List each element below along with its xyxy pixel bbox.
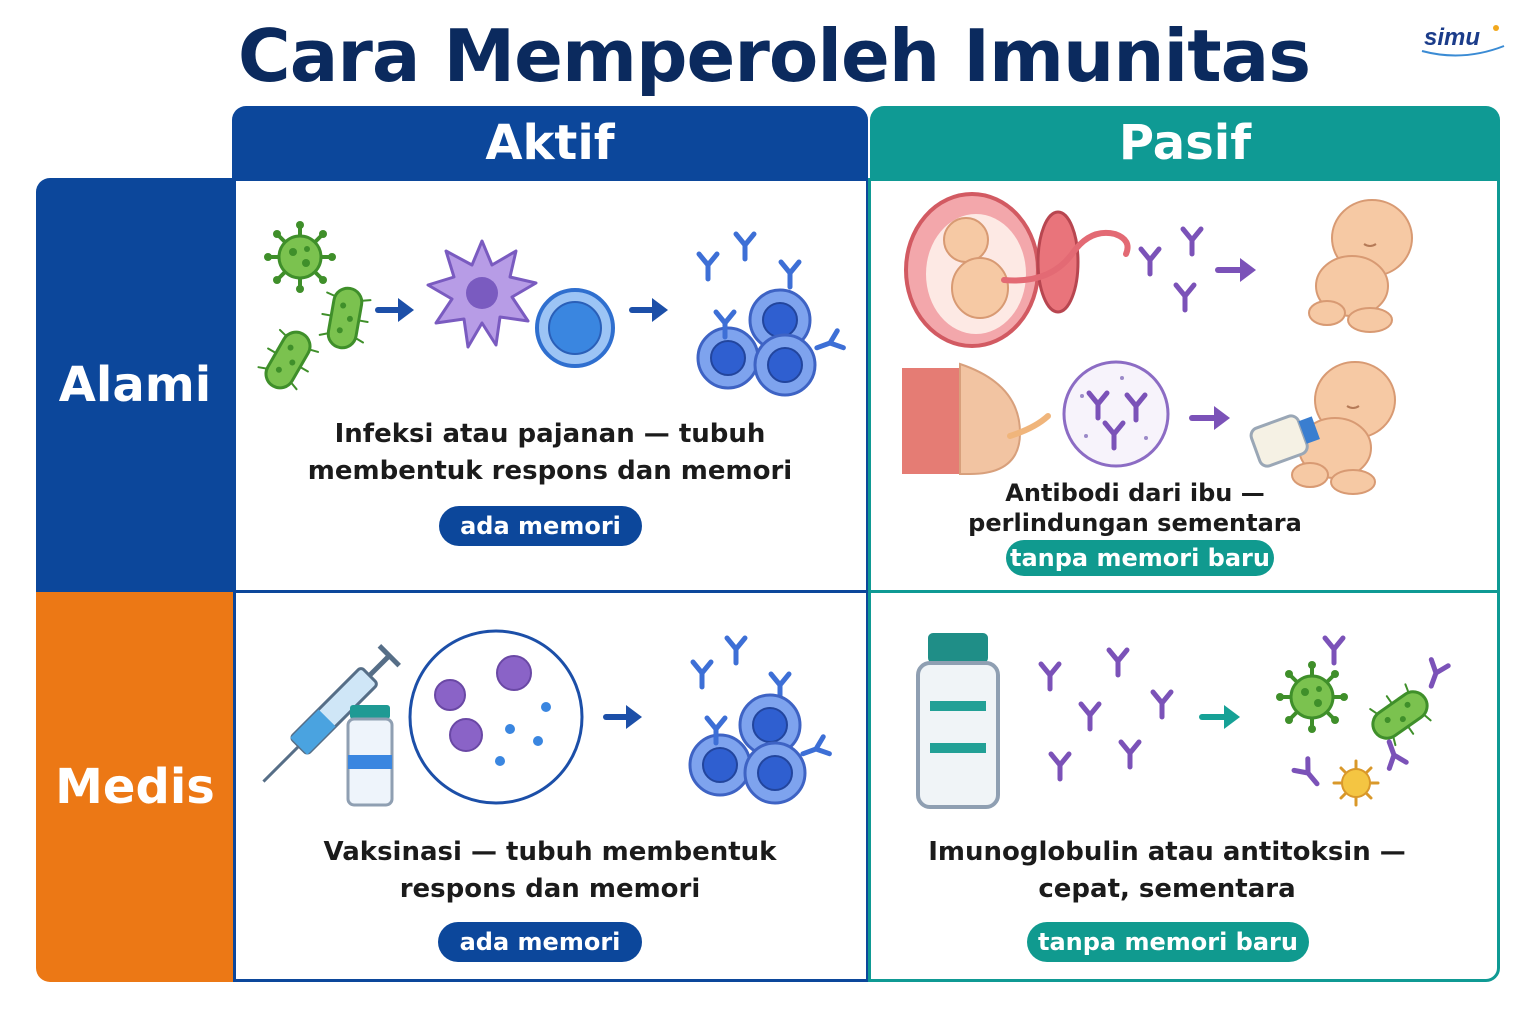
- antibody-icon: [814, 331, 844, 356]
- antibody-icon: [699, 254, 717, 279]
- arrow-icon: [378, 298, 414, 322]
- uterus-fetus-icon: [904, 192, 1131, 348]
- antibody-icon: [1041, 664, 1059, 689]
- antibody-icon: [727, 638, 745, 663]
- bacterium-icon: [1360, 677, 1440, 753]
- vaccine-vial-icon: [346, 705, 394, 807]
- immunoglobulin-illustration: [916, 633, 1480, 809]
- badge-tanpa-memori-baru: tanpa memori baru: [1027, 922, 1309, 962]
- badge-ada-memori: ada memori: [439, 506, 642, 546]
- breast-icon: [902, 362, 1051, 475]
- antibody-icon: [1176, 285, 1194, 310]
- antibody-icon: [1153, 692, 1171, 717]
- b-cell-icon: [743, 741, 807, 805]
- caption-medis-aktif: Vaksinasi — tubuh membentuk respons dan …: [250, 834, 850, 908]
- antibody-icon: [1423, 660, 1448, 690]
- bacterium-icon: [315, 282, 375, 354]
- antibody-icon: [1109, 650, 1127, 675]
- arrow-icon: [606, 705, 642, 729]
- antibody-icon: [800, 737, 830, 762]
- antibody-icon: [1325, 638, 1343, 663]
- badge-ada-memori: ada memori: [438, 922, 642, 962]
- toxin-icon: [1332, 759, 1380, 807]
- antibody-icon: [1183, 229, 1201, 254]
- arrow-icon: [1192, 406, 1230, 430]
- b-cell-icon: [688, 733, 752, 797]
- vaccination-illustration: [262, 629, 850, 807]
- immunoglobulin-vial-icon: [916, 633, 1000, 809]
- arrow-icon: [632, 298, 668, 322]
- caption-line: Antibodi dari ibu —: [1005, 479, 1265, 507]
- column-header-aktif: Aktif: [232, 106, 868, 180]
- dendritic-cell-icon: [426, 239, 538, 349]
- antibody-icon: [781, 262, 799, 287]
- row-header-alami: Alami: [36, 178, 234, 592]
- caption-line: Infeksi atau pajanan — tubuh: [334, 419, 766, 449]
- virus-icon: [1274, 659, 1350, 735]
- infection-response-illustration: [251, 219, 850, 399]
- maternal-antibody-illustration: [902, 192, 1413, 495]
- caption-medis-pasif: Imunoglobulin atau antitoksin — cepat, s…: [900, 834, 1434, 908]
- caption-line: respons dan memori: [399, 874, 701, 904]
- baby-icon: [1308, 199, 1413, 333]
- column-header-pasif: Pasif: [870, 106, 1500, 180]
- antibody-icon: [1381, 739, 1406, 769]
- caption-line: Vaksinasi — tubuh membentuk: [323, 837, 777, 867]
- page-title: Cara Memperoleh Imunitas: [237, 14, 1311, 98]
- antibody-icon: [1141, 249, 1159, 274]
- antibody-icon: [1081, 704, 1099, 729]
- caption-line: cepat, sementara: [1038, 874, 1296, 904]
- antibody-icon: [736, 234, 754, 259]
- caption-alami-aktif: Infeksi atau pajanan — tubuh membentuk r…: [250, 416, 850, 490]
- antibody-icon: [693, 662, 711, 687]
- antibody-icon: [1121, 742, 1139, 767]
- caption-line: Imunoglobulin atau antitoksin —: [928, 837, 1406, 867]
- syringe-icon: [262, 644, 401, 783]
- antigen-zoom-icon: [408, 629, 584, 805]
- milk-antibody-zoom-icon: [1062, 360, 1170, 468]
- row-header-medis: Medis: [36, 592, 234, 982]
- lymphocyte-icon: [535, 288, 615, 368]
- arrow-icon: [1202, 705, 1240, 729]
- baby-bottle-icon: [1249, 414, 1320, 468]
- caption-alami-pasif: Antibodi dari ibu — perlindungan sementa…: [960, 478, 1310, 538]
- arrow-icon: [1218, 258, 1256, 282]
- virus-icon: [262, 219, 338, 295]
- antibody-icon: [1294, 759, 1324, 790]
- b-cell-icon: [753, 333, 817, 397]
- svg-text:simu: simu: [1424, 24, 1480, 51]
- bacterium-icon: [251, 321, 325, 399]
- b-cell-icon: [696, 326, 760, 390]
- caption-line: membentuk respons dan memori: [307, 456, 793, 486]
- logo-icon: simu: [1421, 24, 1505, 57]
- badge-tanpa-memori-baru: tanpa memori baru: [1006, 540, 1274, 576]
- caption-line: perlindungan sementara: [968, 509, 1302, 537]
- antibody-icon: [1051, 754, 1069, 779]
